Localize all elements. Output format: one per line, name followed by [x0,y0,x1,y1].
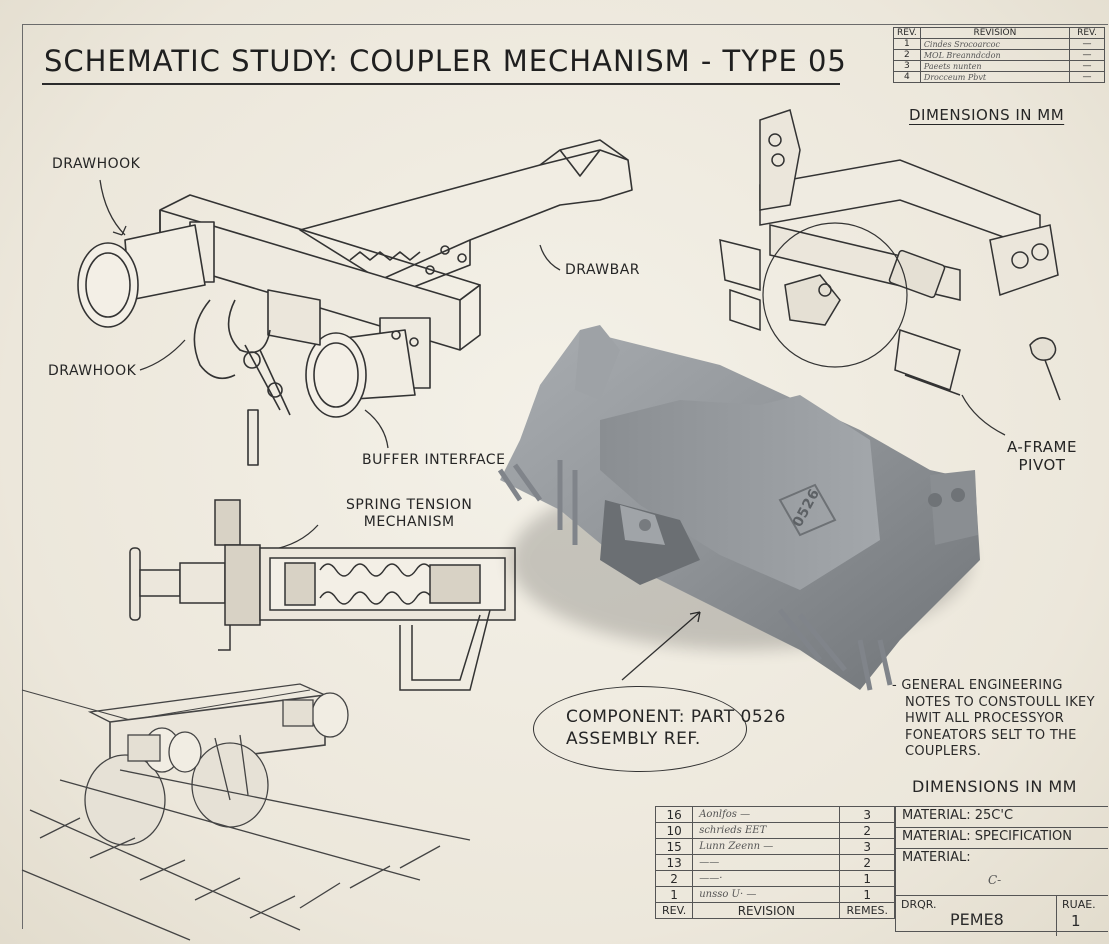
material-row-3: MATERIAL: C- [896,849,1108,896]
table-row: 2 ——· 1 [654,870,895,887]
table-footer-row: REV. REVISION REMES. [654,902,895,919]
sheet-border [22,24,1108,929]
aframe-pivot-label: A-FRAME PIVOT [1007,438,1077,474]
revision-table: REV. REVISION REV. 1 Cindes Srocoarcoc —… [893,27,1105,83]
material-row-1: MATERIAL: 25C'C [896,807,1108,828]
title-block: MATERIAL: 25C'C MATERIAL: SPECIFICATION … [895,806,1108,936]
material-row-2: MATERIAL: SPECIFICATION [896,828,1108,849]
aframe-sketch [719,109,1061,401]
drawbar-label: DRAWBAR [565,262,641,278]
drawhook-label-top: DRAWHOOK [52,156,141,172]
drawing-number: PEME8 [950,910,1004,929]
buffer-interface-label: BUFFER INTERFACE [362,452,506,468]
parts-list-table: 16 Aonlfos — 3 10 schrieds EET 2 15 Lunn… [654,806,895,919]
revision-cell: RUAE. 1 [1056,896,1109,936]
drawhook-label-mid: DRAWHOOK [48,363,137,379]
material-value: C- [988,873,1002,887]
table-row: 13 —— 2 [654,854,895,871]
table-row: 10 schrieds EET 2 [654,822,895,839]
table-row: 1 unsso U· — 1 [654,886,895,903]
general-notes: - GENERAL ENGINEERING NOTES TO CONSTOULL… [892,678,1095,759]
table-row: 16 Aonlfos — 3 [654,806,895,823]
dimensions-note-bottom: DIMENSIONS IN MM [912,777,1077,796]
table-row: 15 Lunn Zeenn — 3 [654,838,895,855]
page-title: SCHEMATIC STUDY: COUPLER MECHANISM - TYP… [44,44,847,78]
dimensions-note-top: DIMENSIONS IN MM [909,106,1065,124]
spring-tension-label: SPRING TENSION MECHANISM [346,497,473,530]
table-row: 2 MOL Breanndcdon — [893,49,1105,61]
drawhook-buffer-sketch [77,139,633,466]
drawing-number-row: DRQR. PEME8 RUAE. 1 [896,896,1108,936]
component-callout [533,686,747,772]
component-callout-text: COMPONENT: PART 0526 ASSEMBLY REF. [566,707,786,749]
wagon-track-sketch [21,683,471,941]
table-row: 4 Drocceum Pbvt — [893,71,1105,83]
spring-tension-section [129,499,516,691]
part-0526-photo [497,325,980,691]
title-underline [42,83,840,85]
